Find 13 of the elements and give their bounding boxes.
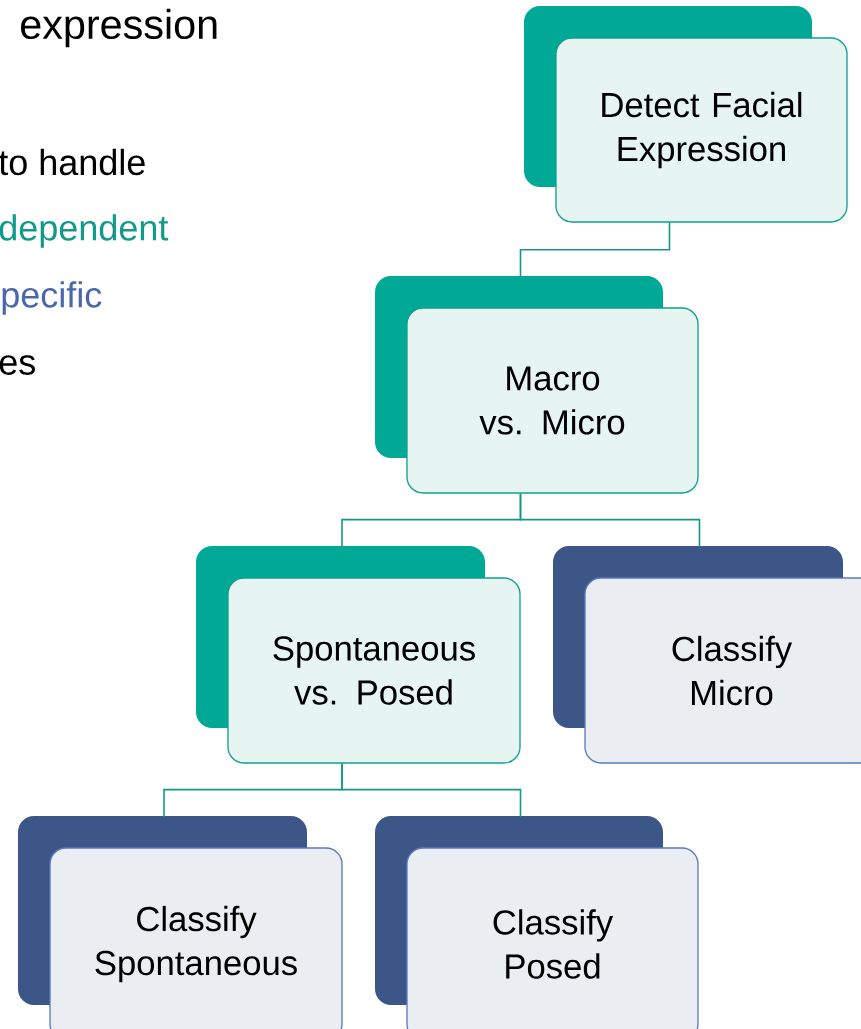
process-box: Classify Micro [553, 546, 861, 764]
process-box: Detect Facial Expression [524, 6, 848, 223]
connector [341, 762, 522, 819]
process-box: Macro vs. Micro [375, 276, 699, 494]
process-box: Spontaneous vs. Posed [196, 546, 521, 764]
process-box: Classify Spontaneous [18, 816, 343, 1029]
bullet-text: dependent [0, 214, 169, 248]
bullet-text: es [0, 355, 35, 375]
connector [519, 492, 701, 549]
connector [519, 221, 671, 279]
bullet-text: pecific [2, 281, 102, 315]
bullet-text: expression [21, 8, 217, 48]
process-box: Classify Posed [375, 816, 699, 1029]
